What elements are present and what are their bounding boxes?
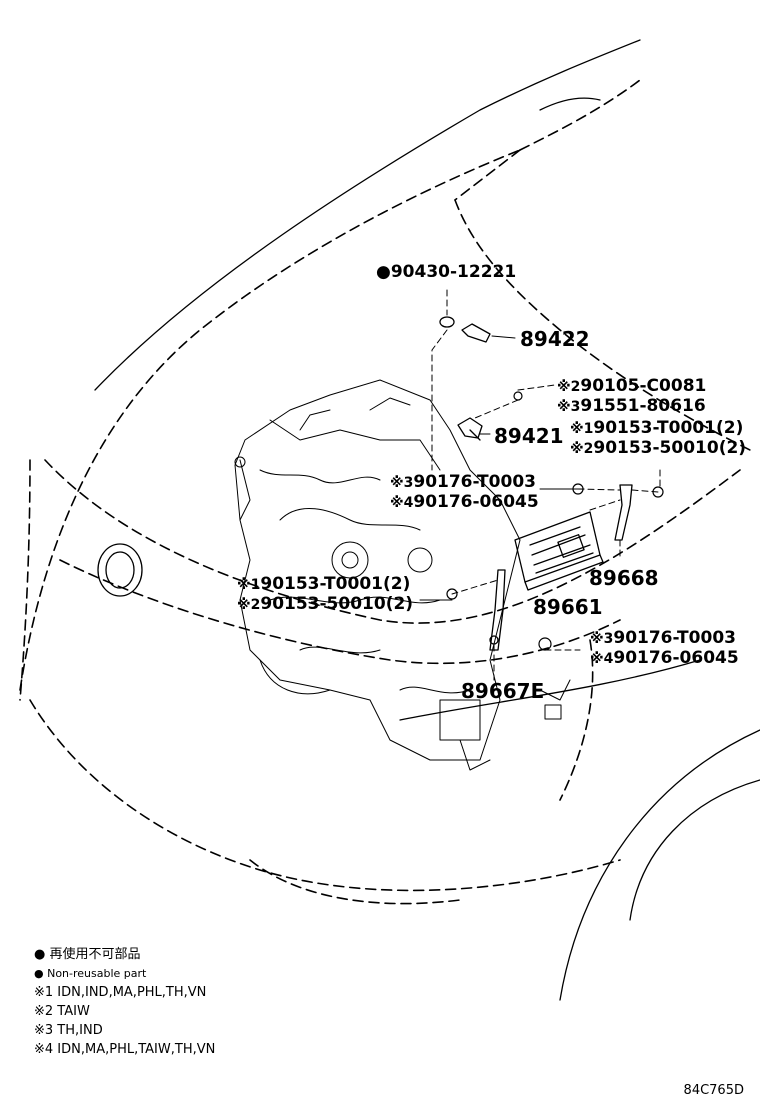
part-90153-50010-left[interactable]: ※290153-50010(2) (237, 594, 413, 614)
legend-note-2: ※2 TAIW (34, 1004, 90, 1019)
part-90176-06045-upper[interactable]: ※490176-06045 (390, 492, 539, 512)
part-90430-12221[interactable]: ●90430-12221 (376, 262, 516, 282)
legend-nonreusable-en: ● Non-reusable part (34, 967, 147, 980)
sensor-89421 (457, 417, 483, 441)
part-89421[interactable]: 89421 (494, 424, 564, 448)
headlight-outline (97, 543, 143, 597)
part-89422[interactable]: 89422 (520, 327, 590, 351)
bracket-89667e (489, 569, 506, 651)
diagram-code: 84C765D (683, 1083, 744, 1098)
part-90105-c0081[interactable]: ※290105-C0081 (557, 376, 706, 396)
part-89667e[interactable]: 89667E (461, 679, 544, 703)
ecu-module (514, 511, 604, 591)
part-90176-t0003-lower[interactable]: ※390176-T0003 (590, 628, 736, 648)
part-89668[interactable]: 89668 (589, 566, 659, 590)
part-91551-80616[interactable]: ※391551-80616 (557, 396, 706, 416)
leader-lines (431, 289, 661, 681)
solid-leaders (419, 335, 585, 601)
engine-illustration (234, 379, 571, 771)
vehicle-panel-lines (94, 39, 760, 1001)
legend-note-4: ※4 IDN,MA,PHL,TAIW,TH,VN (34, 1042, 216, 1057)
part-90153-50010-right[interactable]: ※290153-50010(2) (570, 438, 746, 458)
part-90153-t0001-right[interactable]: ※190153-T0001(2) (570, 418, 743, 438)
part-89661[interactable]: 89661 (533, 595, 603, 619)
legend-note-1: ※1 IDN,IND,MA,PHL,TH,VN (34, 985, 207, 1000)
legend-nonreusable-jp: ● 再使用不可部品 (34, 947, 141, 962)
legend: ● 再使用不可部品 ● Non-reusable part ※1 IDN,IND… (34, 945, 215, 1059)
vehicle-body-outline (19, 79, 751, 905)
part-labels: ●90430-12221 89422 ※290105-C0081 ※391551… (237, 262, 746, 703)
sensor-89422 (439, 316, 491, 343)
bracket-89668 (614, 484, 633, 541)
part-90176-06045-lower[interactable]: ※490176-06045 (590, 648, 739, 668)
part-90176-t0003-upper[interactable]: ※390176-T0003 (390, 472, 536, 492)
legend-note-3: ※3 TH,IND (34, 1023, 103, 1038)
part-90153-t0001-left[interactable]: ※190153-T0001(2) (237, 574, 410, 594)
